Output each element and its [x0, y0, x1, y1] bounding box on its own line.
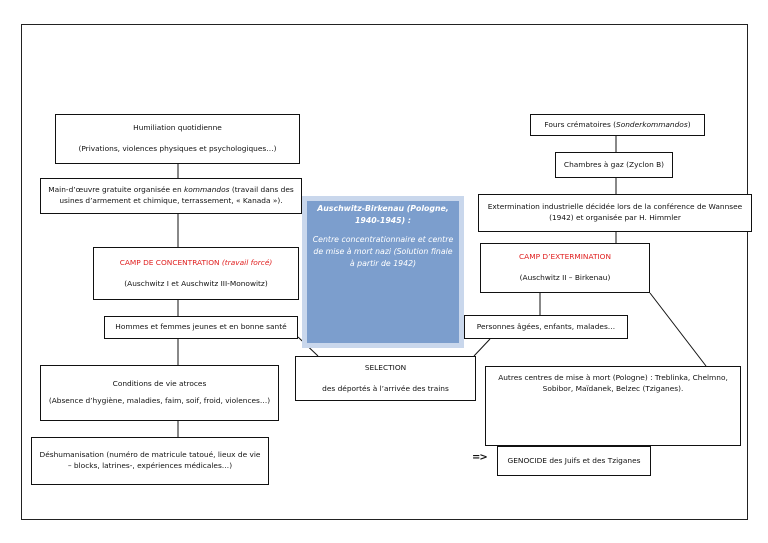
- personnes-box: Personnes âgées, enfants, malades…: [464, 315, 628, 339]
- center-title: Auschwitz-Birkenau (Pologne, 1940-1945) …: [317, 204, 449, 225]
- fours-text: Fours crématoires (Sonderkommandos): [544, 119, 691, 129]
- deshumanisation-text: Déshumanisation (numéro de matricule tat…: [39, 450, 261, 470]
- camp-concentration-box: CAMP DE CONCENTRATION (travail forcé) (A…: [93, 247, 299, 300]
- humiliation-box: Humiliation quotidienne (Privations, vio…: [55, 114, 300, 164]
- genocide-box: GENOCIDE des Juifs et des Tziganes: [497, 446, 651, 476]
- main-oeuvre-box: Main-d’œuvre gratuite organisée en komma…: [40, 178, 302, 214]
- chambres-box: Chambres à gaz (Zyclon B): [555, 152, 673, 178]
- autres-centres-box: Autres centres de mise à mort (Pologne) …: [485, 366, 741, 446]
- genocide-text: GENOCIDE des Juifs et des Tziganes: [507, 455, 641, 465]
- deshumanisation-box: Déshumanisation (numéro de matricule tat…: [31, 437, 269, 485]
- fours-box: Fours crématoires (Sonderkommandos): [530, 114, 705, 136]
- hommes-femmes-text: Hommes et femmes jeunes et en bonne sant…: [115, 322, 287, 332]
- conditions-box: Conditions de vie atroces (Absence d’hyg…: [40, 365, 279, 421]
- humiliation-title: Humiliation quotidienne: [133, 123, 222, 133]
- conditions-title: Conditions de vie atroces: [112, 379, 207, 389]
- conditions-detail: (Absence d’hygiène, maladies, faim, soif…: [48, 396, 271, 405]
- autres-centres-text: Autres centres de mise à mort (Pologne) …: [498, 373, 728, 393]
- arrow-glyph: =>: [472, 452, 488, 463]
- humiliation-detail: (Privations, violences physiques et psyc…: [78, 144, 277, 153]
- diagram-frame: [21, 24, 748, 520]
- selection-box: SELECTION des déportés à l’arrivée des t…: [295, 356, 476, 401]
- camp-extermination-title: CAMP D’EXTERMINATION: [519, 252, 611, 262]
- camp-extermination-detail: (Auschwitz II – Birkenau): [519, 273, 611, 282]
- center-subtitle: Centre concentrationnaire et centre de m…: [312, 235, 454, 268]
- camp-concentration-title: CAMP DE CONCENTRATION (travail forcé): [119, 257, 273, 267]
- hommes-femmes-box: Hommes et femmes jeunes et en bonne sant…: [104, 316, 298, 339]
- extermination-industrielle-box: Extermination industrielle décidée lors …: [478, 194, 752, 232]
- camp-extermination-box: CAMP D’EXTERMINATION (Auschwitz II – Bir…: [480, 243, 650, 293]
- chambres-text: Chambres à gaz (Zyclon B): [563, 159, 665, 169]
- camp-concentration-detail: (Auschwitz I et Auschwitz III-Monowitz): [124, 278, 268, 288]
- personnes-text: Personnes âgées, enfants, malades…: [476, 321, 616, 331]
- selection-title: SELECTION: [364, 362, 407, 372]
- selection-detail: des déportés à l’arrivée des trains: [322, 383, 449, 393]
- center-title-box: Auschwitz-Birkenau (Pologne, 1940-1945) …: [307, 201, 459, 343]
- main-oeuvre-text: Main-d’œuvre gratuite organisée en komma…: [48, 185, 294, 205]
- extermination-industrielle-text: Extermination industrielle décidée lors …: [487, 202, 743, 222]
